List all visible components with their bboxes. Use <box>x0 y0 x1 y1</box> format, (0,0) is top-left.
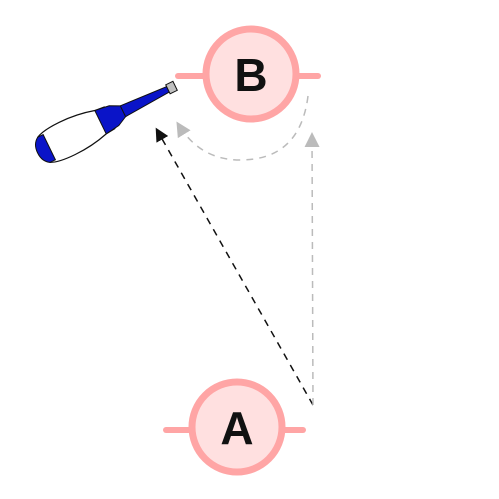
club-handle <box>119 85 170 118</box>
node-b-label: B <box>234 49 267 101</box>
throw-path-black-dashed <box>155 127 314 406</box>
node-b-circle <box>202 25 300 123</box>
club-end-cap <box>34 133 57 163</box>
node-a[interactable]: A <box>163 378 306 476</box>
node-a-label: A <box>220 402 253 454</box>
club-knob <box>165 80 178 95</box>
throw-path-gray-arc <box>176 95 309 161</box>
node-a-circle <box>188 378 286 476</box>
node-b[interactable]: B <box>175 25 321 123</box>
throw-path-gray-vertical <box>304 132 320 406</box>
juggling-club-icon <box>34 80 178 163</box>
